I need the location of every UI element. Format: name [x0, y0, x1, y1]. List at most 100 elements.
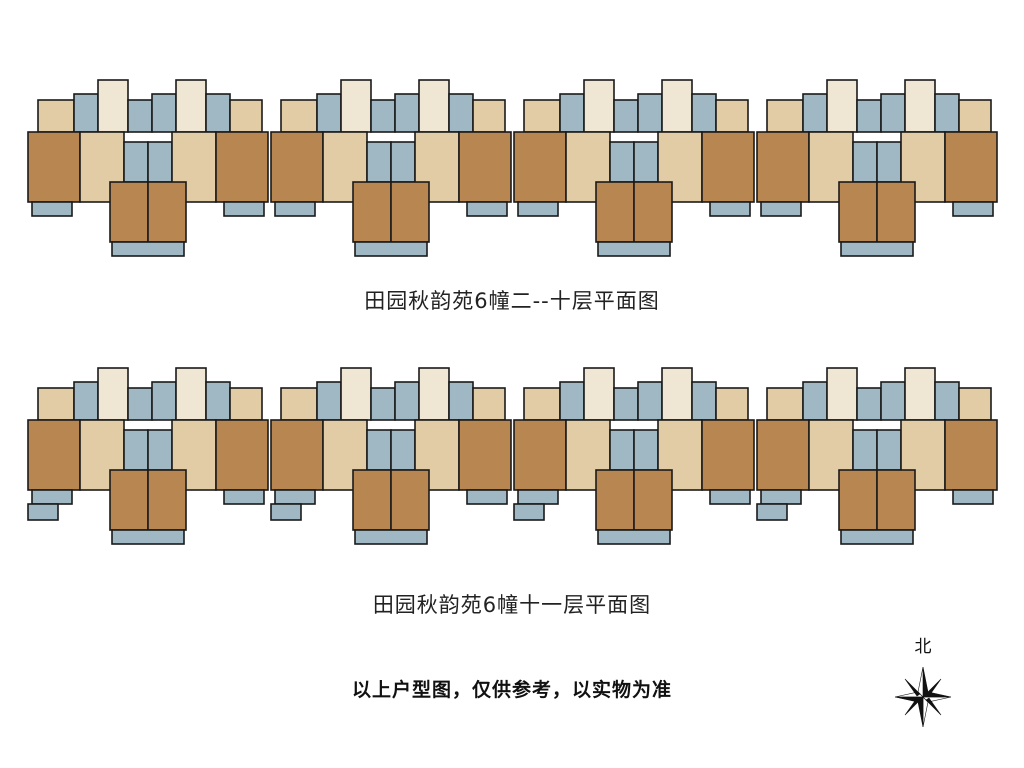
balcony — [517, 489, 559, 505]
kitchen-room — [127, 99, 153, 133]
balcony — [31, 489, 73, 505]
balcony — [31, 201, 73, 217]
bathroom-room — [147, 429, 173, 471]
compass: 北 — [888, 632, 958, 732]
bedroom-room — [766, 387, 804, 421]
bedroom-room — [838, 469, 878, 531]
bathroom-room — [609, 141, 635, 183]
balcony — [354, 529, 428, 545]
bathroom-room — [394, 381, 420, 421]
bedroom-room — [352, 469, 392, 531]
balcony — [840, 241, 914, 257]
bathroom-room — [366, 141, 392, 183]
balcony — [952, 489, 994, 505]
terrace — [756, 503, 788, 521]
balcony — [274, 489, 316, 505]
stair-core — [340, 79, 372, 133]
bedroom-room — [109, 181, 149, 243]
bedroom-room — [109, 469, 149, 531]
bedroom-room — [595, 469, 635, 531]
bathroom-room — [802, 381, 828, 421]
bathroom-room — [934, 381, 960, 421]
kitchen-room — [856, 387, 882, 421]
bedroom-room — [27, 131, 81, 203]
bathroom-room — [151, 93, 177, 133]
bedroom-room — [838, 181, 878, 243]
bathroom-room — [123, 141, 149, 183]
bedroom-room — [37, 387, 75, 421]
bathroom-room — [151, 381, 177, 421]
balcony — [760, 489, 802, 505]
bedroom-room — [513, 131, 567, 203]
stair-core — [583, 79, 615, 133]
kitchen-room — [370, 387, 396, 421]
elevator-core — [175, 79, 207, 133]
bathroom-room — [880, 381, 906, 421]
elevator-core — [175, 367, 207, 421]
balcony — [517, 201, 559, 217]
bathroom-room — [633, 429, 659, 471]
bedroom-room — [633, 181, 673, 243]
bedroom-room — [595, 181, 635, 243]
bathroom-room — [73, 93, 99, 133]
bathroom-room — [390, 429, 416, 471]
bathroom-room — [316, 381, 342, 421]
bedroom-room — [472, 387, 506, 421]
balcony — [760, 201, 802, 217]
balcony — [709, 201, 751, 217]
bedroom-room — [701, 419, 755, 491]
bathroom-room — [609, 429, 635, 471]
bedroom-room — [523, 99, 561, 133]
bedroom-room — [876, 181, 916, 243]
bathroom-room — [633, 141, 659, 183]
balcony — [223, 201, 265, 217]
bedroom-room — [523, 387, 561, 421]
floor-plan-typical-floors — [20, 72, 1010, 272]
bathroom-room — [802, 93, 828, 133]
bathroom-room — [852, 141, 878, 183]
bedroom-room — [766, 99, 804, 133]
bathroom-room — [691, 93, 717, 133]
bedroom-room — [270, 131, 324, 203]
terrace — [270, 503, 302, 521]
bedroom-room — [715, 99, 749, 133]
floor-plan-drawing — [27, 367, 998, 545]
balcony — [466, 201, 508, 217]
balcony — [111, 241, 185, 257]
balcony — [466, 489, 508, 505]
stair-core — [826, 367, 858, 421]
compass-north-label: 北 — [914, 637, 932, 657]
stair-core — [826, 79, 858, 133]
balcony — [952, 201, 994, 217]
stair-core — [583, 367, 615, 421]
balcony — [111, 529, 185, 545]
kitchen-room — [613, 99, 639, 133]
balcony — [709, 489, 751, 505]
bathroom-room — [390, 141, 416, 183]
bedroom-room — [756, 419, 810, 491]
bathroom-room — [876, 429, 902, 471]
balcony — [840, 529, 914, 545]
bathroom-room — [691, 381, 717, 421]
bedroom-room — [472, 99, 506, 133]
bedroom-room — [215, 131, 269, 203]
plan-title-typical-floors: 田园秋韵苑6幢二--十层平面图 — [364, 289, 660, 313]
balcony — [274, 201, 316, 217]
balcony — [597, 529, 671, 545]
bedroom-room — [876, 469, 916, 531]
terrace — [27, 503, 59, 521]
bathroom-room — [394, 93, 420, 133]
bedroom-room — [27, 419, 81, 491]
bedroom-room — [147, 181, 187, 243]
elevator-core — [904, 79, 936, 133]
bedroom-room — [944, 131, 998, 203]
bathroom-room — [880, 93, 906, 133]
bathroom-room — [559, 93, 585, 133]
bedroom-room — [147, 469, 187, 531]
bedroom-room — [280, 99, 318, 133]
bathroom-room — [366, 429, 392, 471]
bathroom-room — [123, 429, 149, 471]
kitchen-room — [613, 387, 639, 421]
bedroom-room — [958, 99, 992, 133]
